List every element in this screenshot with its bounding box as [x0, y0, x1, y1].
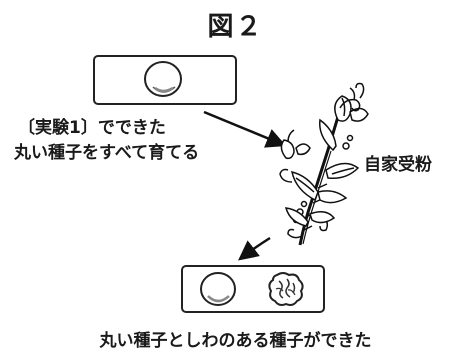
wrinkled-seed-icon [268, 272, 304, 306]
round-seed-icon [200, 272, 236, 306]
round-seed-icon [144, 61, 182, 97]
experiment-caption: 〔実験1〕でできた 丸い種子をすべて育てる [14, 116, 294, 166]
result-seeds [200, 272, 304, 306]
arrow-to-plant [203, 110, 287, 148]
arrow-to-result [238, 236, 271, 261]
experiment-caption-line2: 丸い種子をすべて育てる [14, 143, 200, 163]
seed-tray-top [93, 55, 237, 105]
figure-title: 図２ [207, 12, 264, 42]
seed-tray-bottom [181, 265, 325, 313]
pea-plant-icon [279, 82, 369, 246]
experiment-caption-line1: 〔実験1〕でできた [18, 118, 166, 138]
self-pollination-label: 自家受粉 [364, 155, 432, 175]
result-caption: 丸い種子としわのある種子ができた [99, 331, 372, 351]
